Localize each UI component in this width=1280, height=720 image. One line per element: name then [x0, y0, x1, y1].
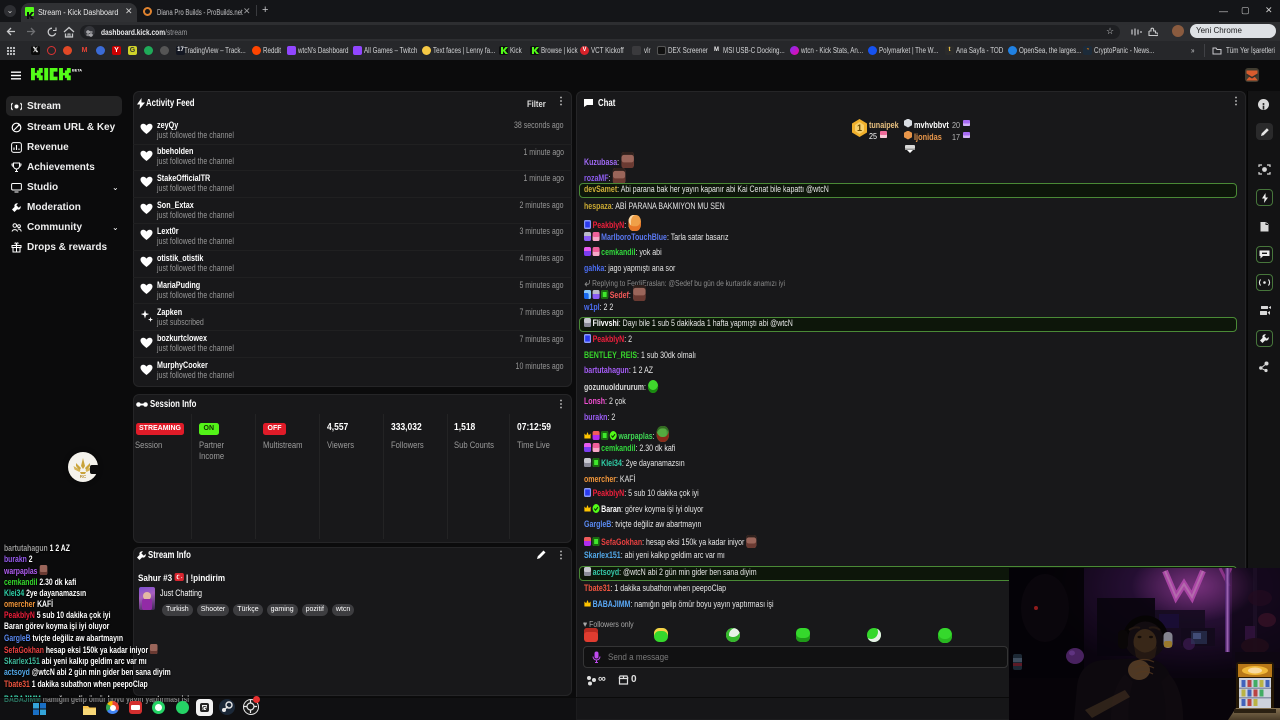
svg-text:RC: RC — [80, 474, 87, 479]
svg-text:BETA: BETA — [72, 69, 82, 73]
